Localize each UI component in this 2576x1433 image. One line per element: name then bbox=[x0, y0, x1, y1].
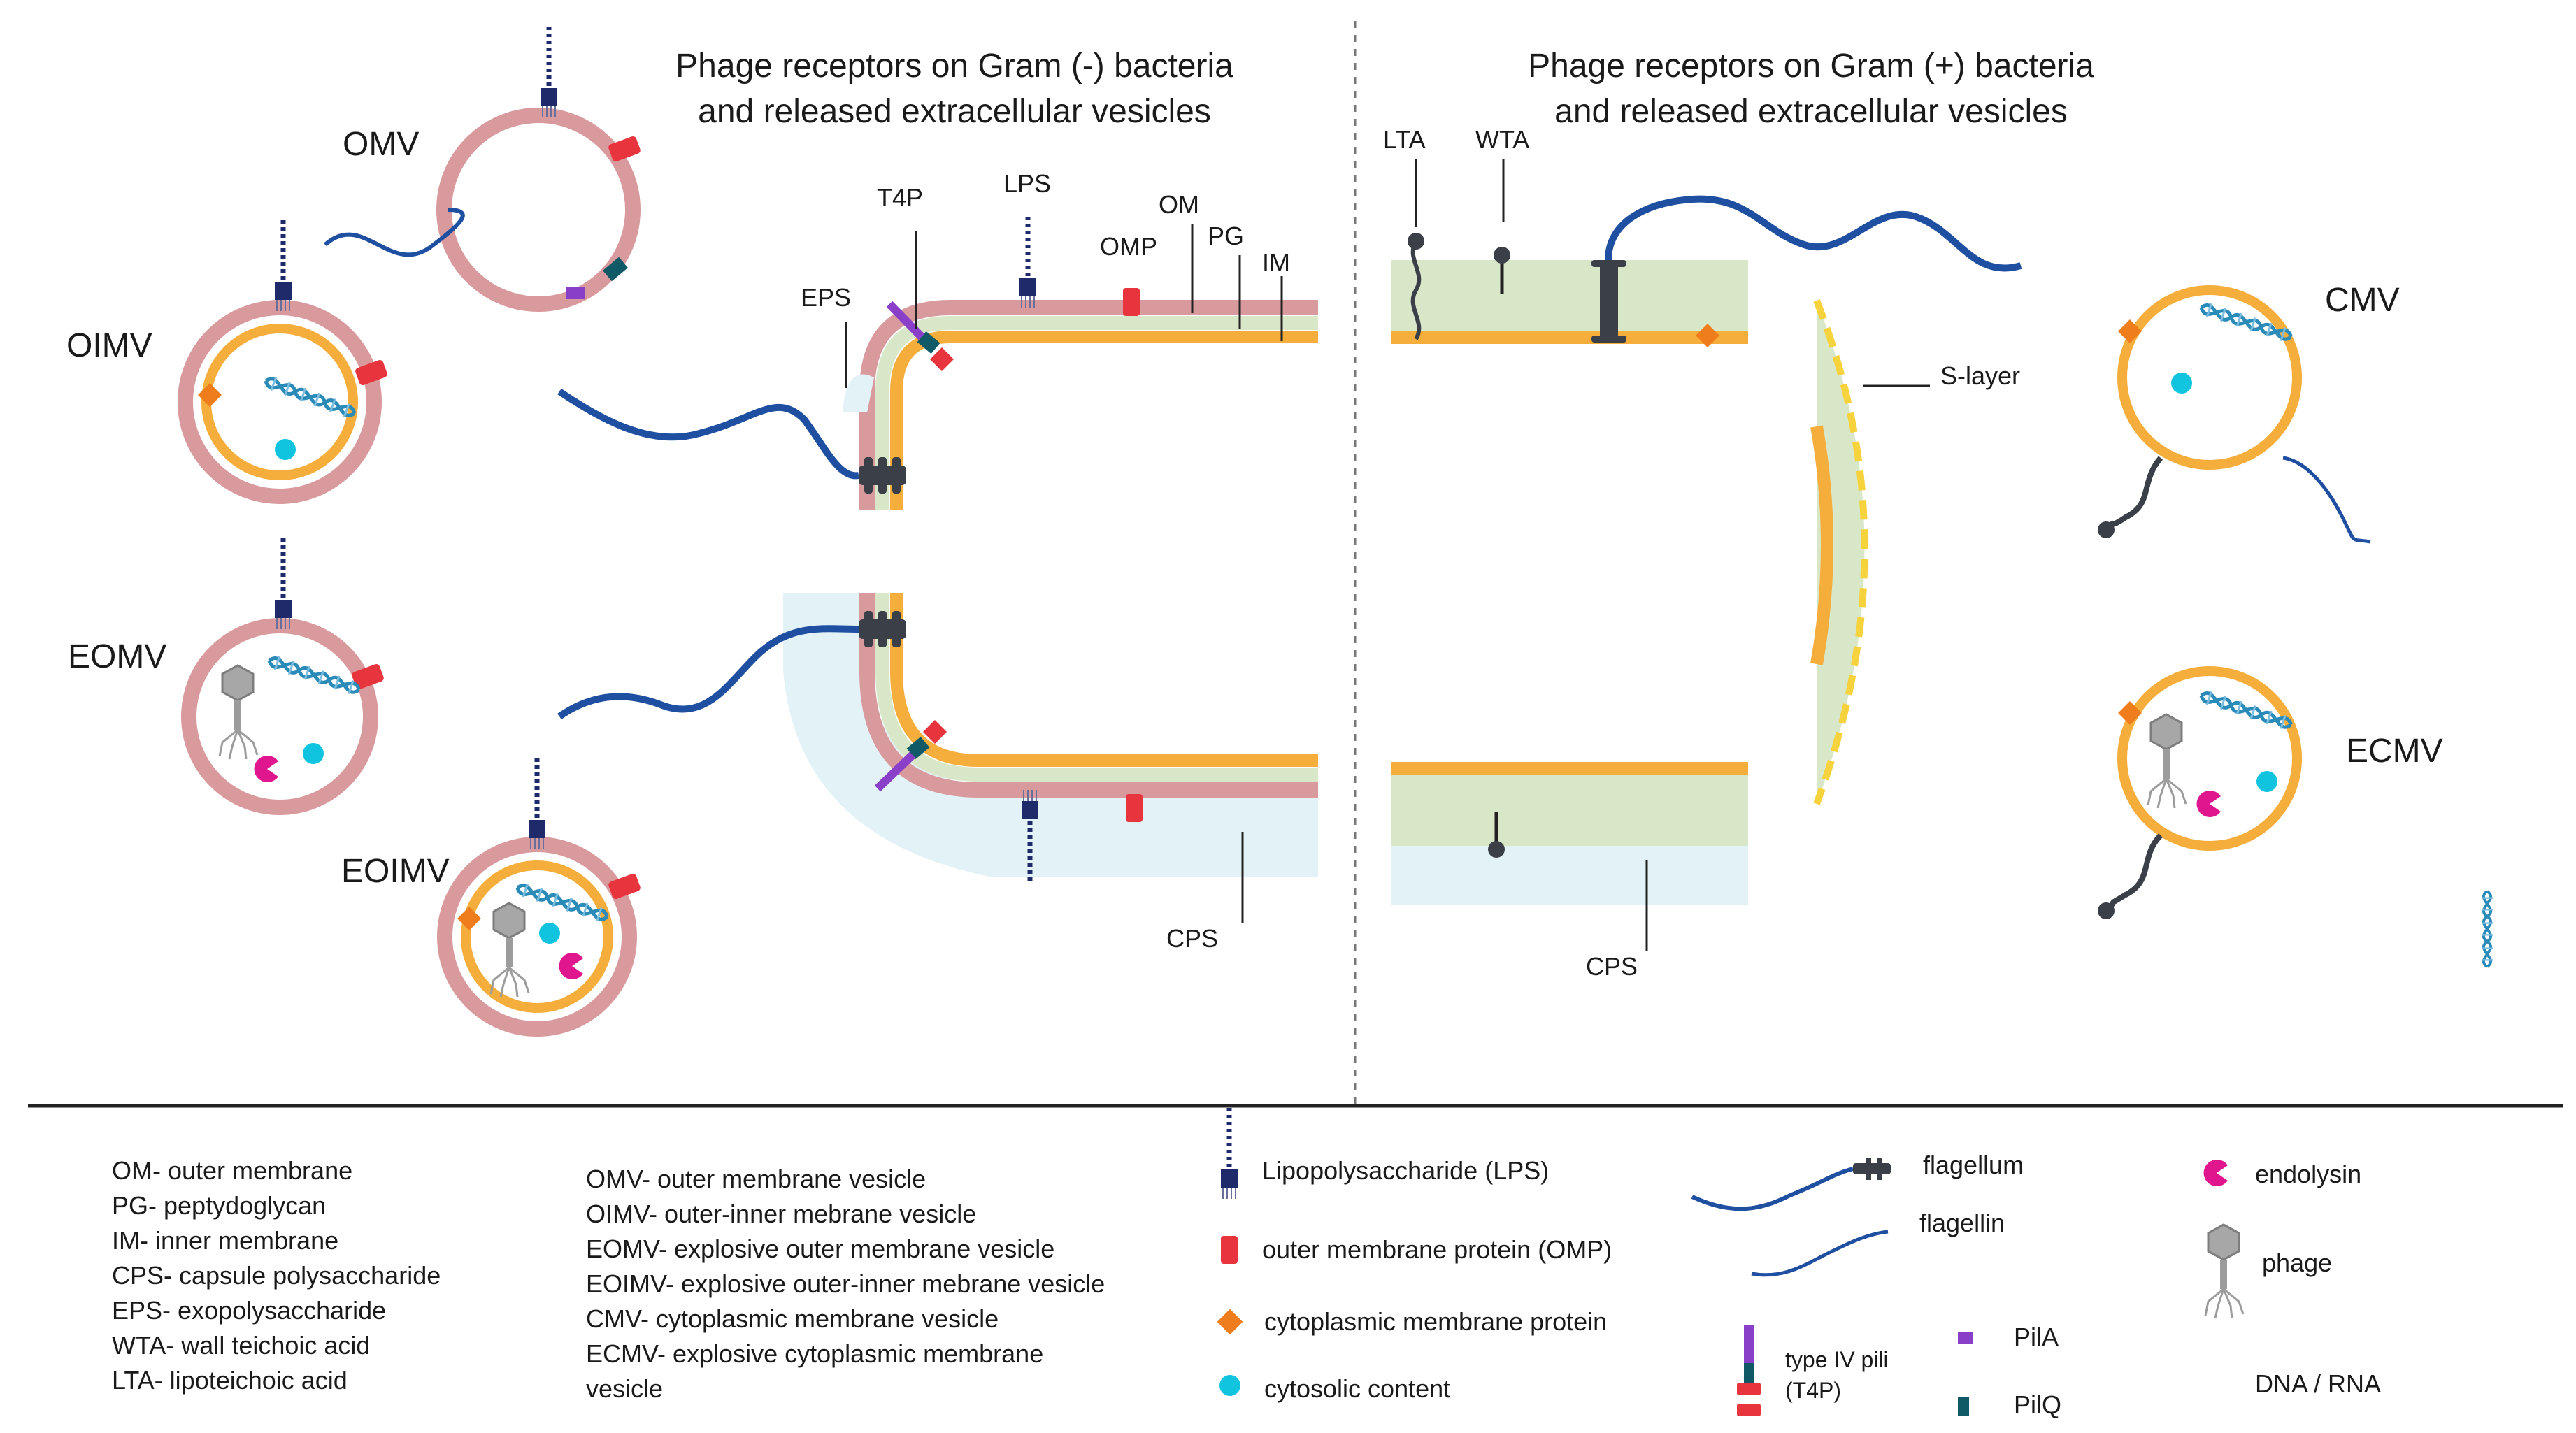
eoimv-label: EOIMV bbox=[341, 853, 450, 890]
legend-cmp-text: cytoplasmic membrane protein bbox=[1264, 1307, 1608, 1336]
cmv-vesicle bbox=[2098, 285, 2371, 544]
legend-abbreviations-col2: OMV- outer membrane vesicle OIMV- outer-… bbox=[586, 1162, 1105, 1406]
legend-endolysin-icon bbox=[2203, 1160, 2228, 1186]
legend-phage-text: phage bbox=[2262, 1248, 2333, 1277]
legend-cytosolic-icon bbox=[1219, 1375, 1240, 1396]
legend-im: IM- inner membrane bbox=[112, 1226, 339, 1255]
omv-vesicle bbox=[323, 27, 641, 312]
legend-lta: LTA- lipoteichoic acid bbox=[112, 1366, 348, 1395]
legend-ecmv-cont: vesicle bbox=[586, 1374, 664, 1403]
t4p-label: T4P bbox=[877, 183, 923, 212]
omv-label: OMV bbox=[343, 126, 419, 163]
lps-label: LPS bbox=[1003, 169, 1051, 198]
oimv-vesicle bbox=[178, 220, 387, 504]
legend-pila-icon bbox=[1958, 1332, 1973, 1344]
legend-flagellum-text: flagellum bbox=[1923, 1151, 2024, 1179]
legend-abbreviations-col1: OM- outer membrane PG- peptydoglycan IM-… bbox=[112, 1153, 441, 1398]
legend-eoimv: EOIMV- explosive outer-inner mebrane ves… bbox=[586, 1269, 1105, 1298]
gram-negative-envelope-bottom bbox=[557, 593, 1318, 923]
om-label: OM bbox=[1159, 190, 1199, 219]
legend-omv: OMV- outer membrane vesicle bbox=[586, 1165, 926, 1193]
legend-pg: PG- peptydoglycan bbox=[112, 1191, 327, 1220]
omp-label: OMP bbox=[1100, 232, 1157, 261]
legend-flagellum-icon bbox=[1691, 1158, 1891, 1211]
legend-ecmv: ECMV- explosive cytoplasmic membrane bbox=[586, 1339, 1044, 1368]
lta-label: LTA bbox=[1383, 125, 1426, 154]
oimv-label: OIMV bbox=[66, 327, 152, 364]
cps-negative-label: CPS bbox=[1166, 924, 1218, 953]
legend-eps: EPS- exopolysaccharide bbox=[112, 1296, 387, 1325]
legend-lps-text: Lipopolysaccharide (LPS) bbox=[1262, 1156, 1550, 1185]
gram-positive-envelope-top bbox=[1391, 159, 2022, 347]
ecmv-label: ECMV bbox=[2346, 733, 2443, 770]
legend-cmv: CMV- cytoplasmic membrane vesicle bbox=[586, 1304, 999, 1333]
legend-t4p-text-1: type IV pili bbox=[1785, 1347, 1889, 1372]
legend-lps-icon bbox=[1221, 1108, 1238, 1199]
eps-label: EPS bbox=[801, 283, 851, 312]
wta-label: WTA bbox=[1475, 125, 1529, 154]
legend-phage-icon bbox=[2204, 1223, 2245, 1320]
gram-negative-title-line1: Phage receptors on Gram (-) bacteria bbox=[675, 48, 1233, 85]
legend-t4p-text-2: (T4P) bbox=[1785, 1378, 1841, 1403]
gram-negative-envelope-top bbox=[557, 217, 1318, 510]
gram-positive-title-line2: and released extracellular vesicles bbox=[1554, 93, 2068, 130]
cps-positive-label: CPS bbox=[1586, 952, 1638, 981]
legend-t4p-icon bbox=[1737, 1325, 1761, 1416]
legend-wta: WTA- wall teichoic acid bbox=[112, 1331, 371, 1360]
eomv-label: EOMV bbox=[68, 638, 166, 675]
legend-cytosolic-text: cytosolic content bbox=[1264, 1374, 1451, 1403]
cmv-label: CMV bbox=[2325, 282, 2400, 319]
eomv-vesicle bbox=[181, 538, 384, 815]
legend-omp-text: outer membrane protein (OMP) bbox=[1262, 1235, 1612, 1264]
legend-omp-icon bbox=[1221, 1236, 1238, 1264]
pg-label: PG bbox=[1208, 222, 1244, 250]
legend-dna-icon bbox=[2482, 891, 2493, 967]
legend-pilq-icon bbox=[1958, 1397, 1969, 1416]
legend-pilq-text: PilQ bbox=[2014, 1390, 2062, 1419]
legend-eomv: EOMV- explosive outer membrane vesicle bbox=[586, 1234, 1055, 1263]
legend-pila-text: PilA bbox=[2014, 1323, 2059, 1351]
ecmv-vesicle bbox=[2098, 666, 2302, 919]
gram-negative-title-line2: and released extracellular vesicles bbox=[698, 93, 1211, 130]
legend-flagellin-text: flagellin bbox=[1919, 1209, 2005, 1237]
legend-cps: CPS- capsule polysaccharide bbox=[112, 1261, 441, 1290]
gram-positive-envelope-right bbox=[1810, 299, 1930, 805]
eoimv-vesicle bbox=[437, 758, 641, 1037]
legend-om: OM- outer membrane bbox=[112, 1156, 353, 1185]
legend-dna-text: DNA / RNA bbox=[2255, 1369, 2382, 1398]
legend-flagellin-icon bbox=[1751, 1230, 1889, 1277]
gram-positive-envelope-bottom bbox=[1391, 762, 1748, 951]
legend-cmp-icon bbox=[1217, 1309, 1243, 1335]
legend-endolysin-text: endolysin bbox=[2255, 1160, 2362, 1188]
im-label: IM bbox=[1262, 248, 1290, 277]
gram-positive-title-line1: Phage receptors on Gram (+) bacteria bbox=[1528, 48, 2094, 85]
legend-oimv: OIMV- outer-inner mebrane vesicle bbox=[586, 1200, 977, 1228]
s-layer-label: S-layer bbox=[1940, 361, 2020, 390]
